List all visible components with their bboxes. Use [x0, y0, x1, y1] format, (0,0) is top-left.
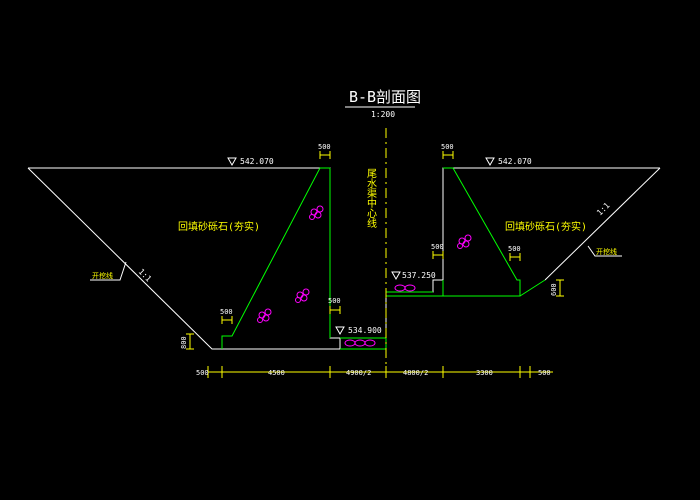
- dim-top-right-wall: 500: [441, 143, 454, 159]
- svg-text:500: 500: [328, 297, 341, 305]
- elevation-marker-channel: 537.250: [391, 271, 436, 281]
- gravel-symbol-left-lower: [257, 308, 272, 323]
- svg-text:542.070: 542.070: [498, 157, 532, 166]
- svg-text:500: 500: [318, 143, 331, 151]
- fill-boundary: [221, 167, 546, 350]
- svg-text:500: 500: [220, 308, 233, 316]
- svg-text:500: 500: [508, 245, 521, 253]
- elevation-marker-top-right: 542.070: [485, 157, 532, 167]
- elevation-marker-bottom-left: 534.900: [335, 326, 382, 336]
- dim-label: 4800/2: [403, 369, 428, 377]
- dim-right-channel-wall: 500: [431, 243, 444, 259]
- excavation-label-right: 开挖线: [587, 245, 622, 257]
- dim-label: 4500: [268, 369, 285, 377]
- drawing-title: B-B剖面图: [349, 88, 421, 106]
- dim-left-wall-inner: 500: [328, 297, 341, 314]
- svg-text:600: 600: [550, 283, 558, 296]
- dim-label: 500: [538, 369, 551, 377]
- excavation-label-left: 开挖线: [90, 261, 127, 281]
- gravel-symbol-left-middle: [295, 288, 310, 303]
- drawing-scale: 1:200: [371, 110, 395, 119]
- dim-right-slope-step: 500: [508, 245, 521, 261]
- dim-left-height: 800: [180, 333, 194, 350]
- gravel-band-bottom-left: [344, 339, 376, 347]
- dim-right-height: 600: [550, 279, 564, 297]
- excavation-outline: [27, 167, 661, 350]
- svg-text:500: 500: [431, 243, 444, 251]
- dim-label: 3300: [476, 369, 493, 377]
- centerline-label: 尾水渠中心线: [365, 168, 377, 228]
- gravel-band-channel: [394, 284, 416, 292]
- svg-text:开挖线: 开挖线: [596, 247, 617, 256]
- svg-text:534.900: 534.900: [348, 326, 382, 335]
- slope-ratio-left: 1:1: [137, 267, 154, 284]
- dim-base-step-left: 500: [220, 308, 233, 324]
- dim-label: 500: [196, 369, 209, 377]
- svg-text:800: 800: [180, 336, 188, 349]
- svg-text:开挖线: 开挖线: [92, 271, 113, 280]
- fill-label-left: 回填砂砾石(夯实): [178, 220, 260, 233]
- svg-text:542.070: 542.070: [240, 157, 274, 166]
- svg-text:537.250: 537.250: [402, 271, 436, 280]
- gravel-symbol-right: [457, 234, 472, 249]
- elevation-marker-top-left: 542.070: [227, 157, 274, 167]
- slope-ratio-right: 1:1: [595, 201, 612, 218]
- svg-text:500: 500: [441, 143, 454, 151]
- bottom-dimension-chain: 500 4500 4900/2 4800/2 3300 500: [196, 366, 553, 378]
- dim-label: 4900/2: [346, 369, 371, 377]
- fill-label-right: 回填砂砾石(夯实): [505, 220, 587, 233]
- gravel-symbol-left-upper: [309, 205, 324, 220]
- dim-top-left-wall: 500: [318, 143, 331, 159]
